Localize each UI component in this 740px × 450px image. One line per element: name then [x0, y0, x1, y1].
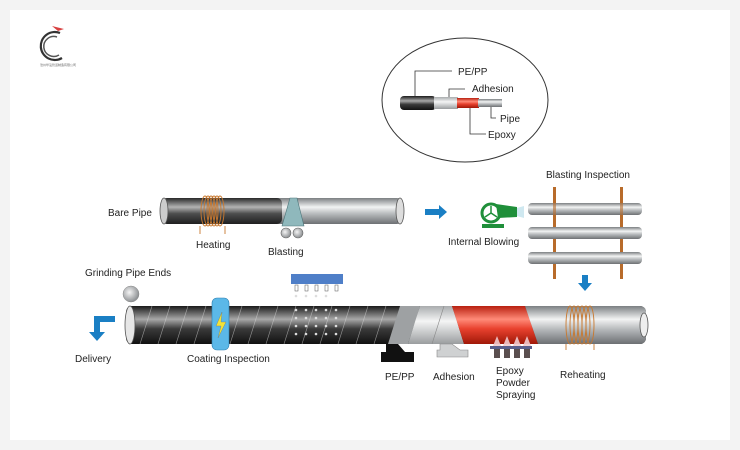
inset-label-pe-pp: PE/PP [458, 67, 488, 78]
blasting-inspection-rack [528, 187, 642, 279]
label-bare-pipe: Bare Pipe [108, 208, 152, 219]
pe-pp-extruder-icon [381, 344, 414, 362]
label-adhesion: Adhesion [433, 372, 475, 383]
grinding-disc-icon [122, 285, 140, 303]
layer-pipe [478, 99, 502, 107]
logo-ring-icon [39, 30, 63, 62]
adhesion-extruder-icon [436, 343, 469, 358]
layer-adhesion [434, 97, 458, 109]
inspection-pipe [528, 203, 642, 215]
internal-blowing-fan-icon [480, 202, 524, 228]
coating-layers-inset: PE/PP Adhesion Pipe Epoxy [381, 37, 549, 163]
epoxy-spray-guns-icon [490, 336, 532, 358]
reheating-coil-icon [565, 305, 595, 350]
bare-pipe-stage: Bare Pipe Heating Blasting [108, 195, 405, 258]
inset-label-epoxy: Epoxy [488, 130, 516, 141]
company-logo: 沧州华泓管道制造有限公司 [39, 26, 76, 67]
label-grinding-pipe-ends: Grinding Pipe Ends [85, 268, 171, 279]
layer-pe-pp [400, 96, 436, 110]
label-blasting-inspection: Blasting Inspection [546, 170, 630, 181]
inset-label-adhesion: Adhesion [472, 84, 514, 95]
logo-caption: 沧州华泓管道制造有限公司 [40, 62, 76, 67]
heating-coil-icon [199, 195, 226, 234]
label-reheating: Reheating [560, 370, 606, 381]
logo-dragon-head-icon [52, 26, 64, 31]
inspection-pipe [528, 252, 642, 264]
label-coating-inspection: Coating Inspection [187, 354, 270, 365]
inset-label-pipe: Pipe [500, 114, 520, 125]
delivery-arrow-icon [89, 316, 115, 341]
diagram-panel [10, 10, 730, 440]
flow-arrow-right-icon [425, 205, 447, 219]
coating-inspection-ring-icon [211, 297, 230, 351]
label-heating: Heating [196, 240, 230, 251]
spark-icon [215, 311, 227, 339]
label-pe-pp: PE/PP [385, 372, 415, 383]
flow-arrow-down-icon [578, 275, 592, 291]
blasting-nozzle-icon [280, 197, 305, 239]
cooling-spray-bar [291, 274, 343, 336]
inspection-pipe [528, 227, 642, 239]
label-internal-blowing: Internal Blowing [448, 237, 519, 248]
layer-epoxy [457, 98, 479, 108]
label-epoxy-powder-spraying: Epoxy Powder Spraying [496, 366, 535, 401]
label-blasting: Blasting [268, 247, 304, 258]
label-delivery: Delivery [75, 354, 111, 365]
spray-manifold [291, 274, 343, 284]
